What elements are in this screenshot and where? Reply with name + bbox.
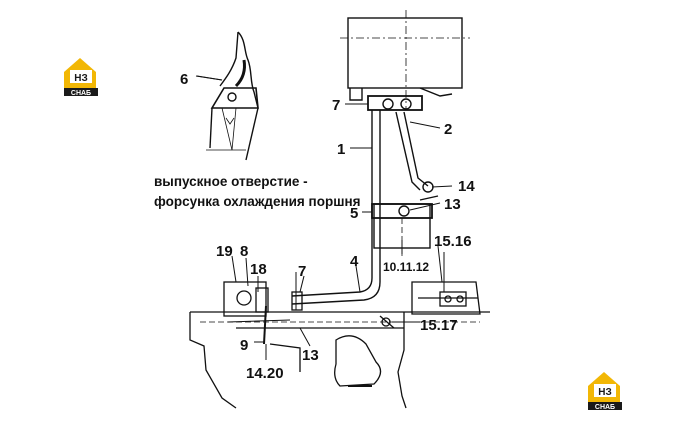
callout-2: 2	[444, 121, 452, 138]
caption-line-2: форсунка охлаждения поршня	[154, 194, 360, 209]
logo-top-left: НЗ СНАБ	[64, 58, 98, 97]
logo-bottom-right: НЗ СНАБ	[588, 372, 622, 411]
callout-13-top: 13	[444, 196, 461, 213]
callout-5: 5	[350, 205, 358, 222]
callout-18: 18	[250, 261, 267, 278]
callout-1: 1	[337, 141, 345, 158]
caption: выпускное отверстие - форсунка охлаждени…	[154, 174, 360, 209]
callout-6: 6	[180, 71, 188, 88]
leader-lines	[196, 75, 453, 360]
callout-19: 19	[216, 243, 233, 260]
piston-assembly-drawing	[340, 10, 470, 256]
callout-labels: 6 7 2 1 14 5 13 15.16 10.11.12 19 8 18 7…	[180, 71, 475, 382]
engine-block-drawing	[189, 272, 490, 409]
callout-15-17: 15.17	[420, 317, 458, 334]
logo-word: СНАБ	[71, 90, 91, 97]
callout-10-11-12: 10.11.12	[383, 260, 429, 274]
callout-15-16: 15.16	[434, 233, 472, 250]
caption-line-1: выпускное отверстие -	[154, 174, 308, 189]
callout-7-top: 7	[332, 97, 340, 114]
callout-9: 9	[240, 337, 248, 354]
callout-13-bottom: 13	[302, 347, 319, 364]
nozzle-detail-drawing	[195, 31, 259, 161]
callout-14: 14	[458, 178, 475, 195]
logo-mark: НЗ	[74, 73, 88, 84]
callout-8: 8	[240, 243, 248, 260]
logo-mark-2: НЗ	[598, 387, 612, 398]
logo-word-2: СНАБ	[595, 404, 615, 411]
callout-4: 4	[350, 253, 359, 270]
callout-14-20: 14.20	[246, 365, 284, 382]
right-inset-drawing	[411, 252, 481, 315]
callout-7-bottom: 7	[298, 263, 306, 280]
